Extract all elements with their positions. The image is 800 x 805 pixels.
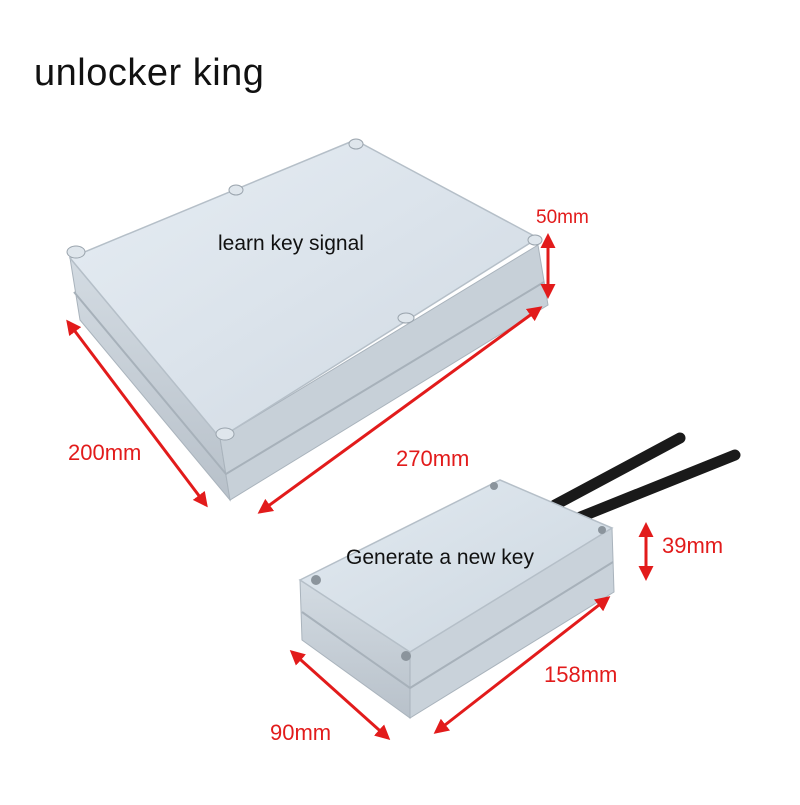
arrow-200mm: [66, 319, 208, 508]
dimension-158mm: 158mm: [544, 662, 618, 687]
small-enclosure: [298, 432, 741, 719]
dimension-39mm: 39mm: [662, 533, 724, 558]
arrow-158mm: [433, 596, 611, 734]
antenna-left: [549, 432, 686, 511]
dimension-90mm: 90mm: [270, 720, 332, 745]
dimension-270mm: 270mm: [396, 446, 470, 471]
page-title: unlocker king: [34, 52, 265, 94]
dimension-arrows: [66, 233, 654, 741]
small-device-label: Generate a new key: [346, 546, 534, 569]
large-device-label: learn key signal: [218, 232, 364, 255]
antenna-right: [572, 449, 741, 524]
dimension-200mm: 200mm: [68, 440, 142, 465]
arrow-90mm: [289, 649, 391, 741]
dimension-50mm: 50mm: [536, 207, 589, 228]
arrow-270mm: [257, 306, 543, 514]
